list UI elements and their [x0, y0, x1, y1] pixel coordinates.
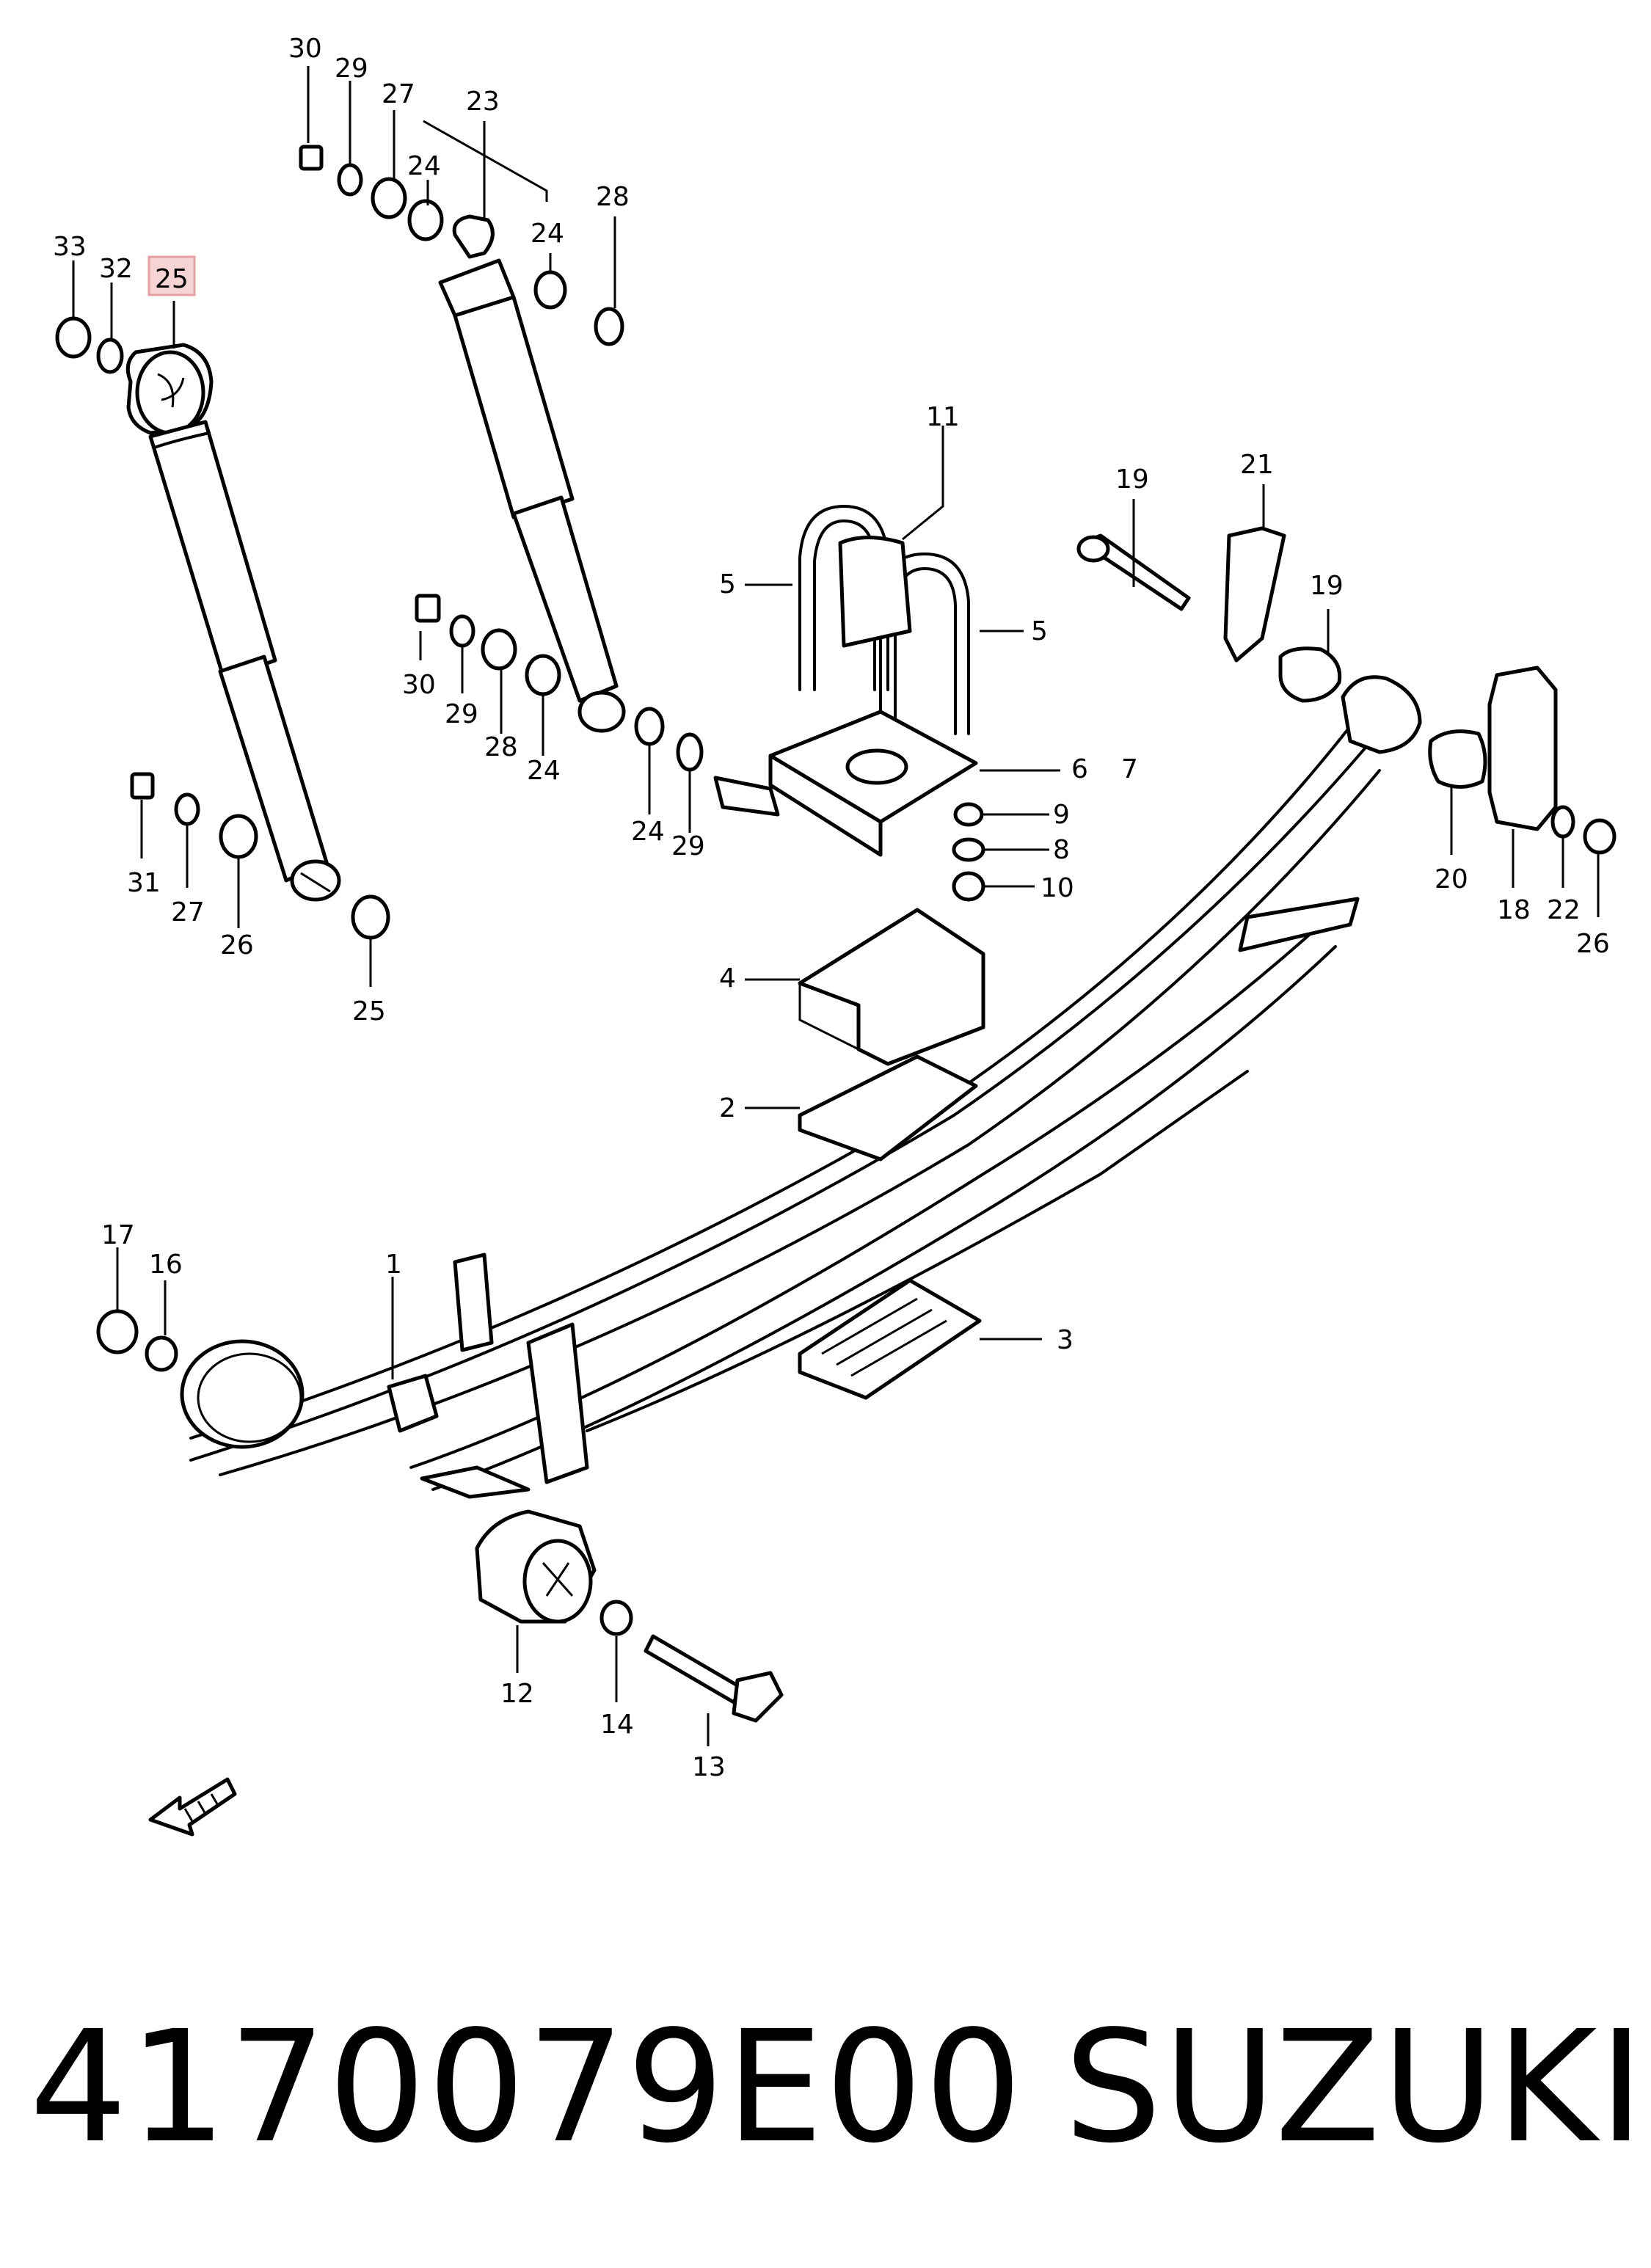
- callout-26: 25: [352, 996, 386, 1027]
- callout-25-highlight: [147, 255, 196, 296]
- u-bolt-assembly: [713, 505, 978, 857]
- callout-9: 9: [1053, 800, 1070, 830]
- callout-19: 19: [1310, 571, 1344, 601]
- callout-labels: 30 29 27 23 24 28 24 33 32 25 11 19 21 1…: [53, 34, 1610, 1782]
- callout-29: 27: [171, 897, 205, 927]
- callout-24: 24: [527, 756, 561, 786]
- callout-30: 30: [288, 34, 322, 64]
- callout-18: 19: [1115, 464, 1149, 495]
- callout-14: 14: [600, 1710, 634, 1740]
- callout-2: 2: [719, 1093, 736, 1123]
- callout-27: 28: [484, 732, 518, 762]
- callout-32: 32: [99, 254, 133, 284]
- callout-3: 3: [1057, 1325, 1074, 1355]
- callout-1: 1: [385, 1250, 402, 1280]
- callout-17: 18: [1497, 895, 1531, 925]
- callout-28: 29: [671, 831, 705, 861]
- callout-19: 20: [1435, 864, 1468, 894]
- callout-24: 24: [631, 817, 665, 847]
- callout-20: 21: [1240, 450, 1274, 480]
- callout-22: 26: [1576, 929, 1610, 959]
- shock-absorber-left: [125, 343, 341, 902]
- callout-31: 31: [127, 868, 161, 898]
- part-number: 4170079E00: [29, 1997, 1024, 2177]
- callout-26: 26: [220, 930, 254, 960]
- callout-15: 16: [149, 1250, 183, 1280]
- shackle-assembly: [1076, 526, 1558, 831]
- brand-name: SUZUKI: [1064, 1997, 1646, 2177]
- fwd-arrow-icon: [148, 1777, 237, 1837]
- callout-33: 33: [53, 232, 87, 262]
- callout-8: 8: [1053, 835, 1070, 865]
- callout-10: 10: [1040, 873, 1074, 903]
- shock-absorber-right: [438, 214, 626, 733]
- callout-16: 17: [101, 1220, 135, 1250]
- callout-12: 12: [500, 1679, 534, 1709]
- leader-lines: [72, 66, 1600, 1746]
- front-eye-hardware: [475, 1509, 784, 1723]
- callout-21: 22: [1547, 895, 1581, 925]
- parts-diagram: 30 29 27 23 24 28 24 33 32 25 11 19 21 1…: [53, 34, 1617, 1837]
- callout-7: 7: [1121, 754, 1138, 784]
- callout-13: 13: [692, 1752, 726, 1782]
- callout-24: 24: [407, 151, 441, 181]
- callout-27: 27: [382, 79, 415, 109]
- callout-23: 23: [466, 87, 500, 117]
- callout-30: 30: [402, 670, 436, 700]
- callout-11: 11: [926, 402, 960, 432]
- spring-pads: [798, 908, 985, 1400]
- callout-29: 29: [335, 54, 368, 84]
- callout-6: 6: [1071, 754, 1088, 784]
- callout-5: 5: [1031, 616, 1048, 646]
- callout-29: 29: [445, 699, 478, 729]
- callout-5: 5: [719, 569, 736, 599]
- callout-28: 28: [596, 182, 630, 212]
- callout-4: 4: [719, 963, 736, 993]
- small-hardware: [55, 145, 1617, 1372]
- callout-24: 24: [531, 219, 564, 249]
- callout-25: 25: [155, 264, 189, 294]
